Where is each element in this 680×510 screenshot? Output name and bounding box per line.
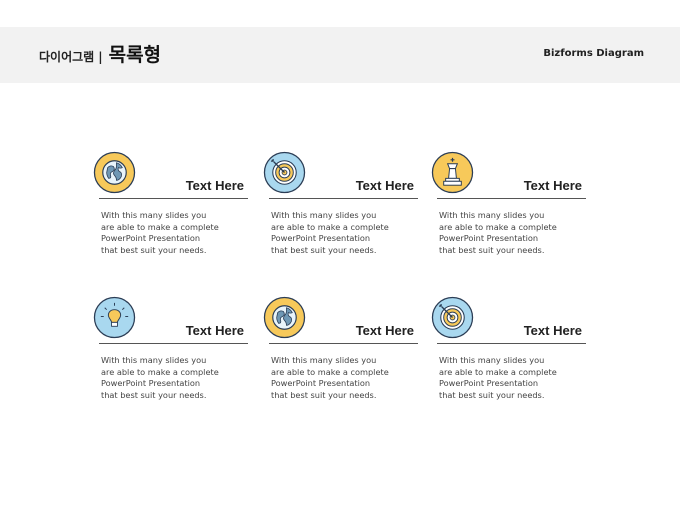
lightbulb-icon xyxy=(93,296,136,339)
divider xyxy=(437,198,586,199)
card-title: Text Here xyxy=(185,178,244,193)
brand-label: Bizforms Diagram xyxy=(543,48,644,59)
globe-icon xyxy=(263,296,306,339)
card-title: Text Here xyxy=(355,178,414,193)
list-item: Text Here With this many slides you are … xyxy=(93,151,248,265)
card-title: Text Here xyxy=(185,323,244,338)
divider xyxy=(99,343,248,344)
divider xyxy=(437,343,586,344)
card-description: With this many slides you are able to ma… xyxy=(101,210,219,255)
globe-icon xyxy=(93,151,136,194)
card-description: With this many slides you are able to ma… xyxy=(439,210,557,255)
card-title: Text Here xyxy=(523,323,582,338)
card-description: With this many slides you are able to ma… xyxy=(439,355,557,400)
list-item: Text Here With this many slides you are … xyxy=(263,296,418,410)
card-description: With this many slides you are able to ma… xyxy=(271,210,389,255)
list-item: Text Here With this many slides you are … xyxy=(431,296,586,410)
list-item: Text Here With this many slides you are … xyxy=(93,296,248,410)
target-icon xyxy=(431,296,474,339)
list-item: Text Here With this many slides you are … xyxy=(263,151,418,265)
divider xyxy=(269,198,418,199)
header-title-group: 다이어그램 | 목록형 xyxy=(39,40,161,67)
divider xyxy=(99,198,248,199)
header-bar: 다이어그램 | 목록형 Bizforms Diagram xyxy=(0,27,680,83)
chess-king-icon xyxy=(431,151,474,194)
page-title: 목록형 xyxy=(108,44,162,66)
header-separator: | xyxy=(98,50,103,64)
card-title: Text Here xyxy=(523,178,582,193)
list-item: Text Here With this many slides you are … xyxy=(431,151,586,265)
divider xyxy=(269,343,418,344)
header-subtitle: 다이어그램 xyxy=(39,50,95,64)
target-icon xyxy=(263,151,306,194)
card-title: Text Here xyxy=(355,323,414,338)
card-description: With this many slides you are able to ma… xyxy=(101,355,219,400)
card-description: With this many slides you are able to ma… xyxy=(271,355,389,400)
